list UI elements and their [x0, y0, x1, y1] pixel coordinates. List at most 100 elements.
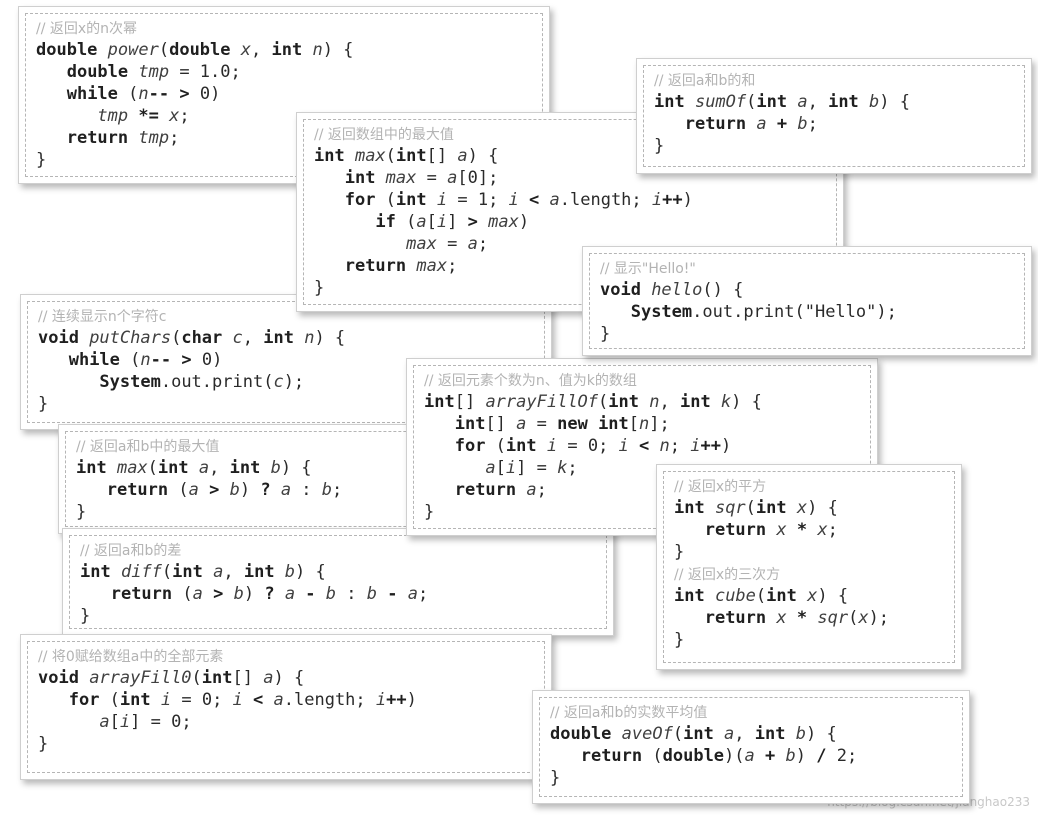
code-line: int max(int a, int b) {: [76, 457, 460, 479]
code-text: ;: [827, 520, 838, 540]
code-identifier: tmp: [138, 128, 170, 148]
code-keyword: System: [99, 372, 161, 392]
code-identifier: cube: [714, 586, 756, 606]
code-text: (: [652, 746, 663, 766]
code-comment: // 连续显示n个字符c: [38, 309, 167, 325]
code-keyword: int: [454, 414, 486, 434]
code-text: ) {: [467, 146, 499, 166]
code-identifier: x: [776, 520, 787, 540]
code-keyword: <: [242, 690, 274, 710]
code-keyword: int: [344, 168, 386, 188]
code-keyword: -: [377, 584, 408, 604]
code-identifier: hello: [651, 280, 703, 300]
code-keyword: return: [66, 128, 139, 148]
code-line: }: [36, 149, 532, 171]
code-keyword: for: [454, 436, 496, 456]
code-keyword: char: [181, 328, 233, 348]
code-comment: // 返回x的n次幂: [36, 21, 138, 37]
code-line: }: [80, 605, 596, 627]
code-keyword: return: [580, 746, 653, 766]
code-keyword: int: [756, 92, 798, 112]
code-line: // 返回元素个数为n、值为k的数组: [424, 369, 860, 391]
code-text: ;: [179, 106, 190, 126]
code-text: = 1;: [447, 190, 509, 210]
code-text: ,: [209, 458, 230, 478]
code-identifier: c: [232, 328, 243, 348]
code-text: (: [755, 586, 767, 606]
code-identifier: b: [797, 114, 808, 134]
code-identifier: max: [354, 146, 386, 166]
code-text: [38, 690, 69, 710]
code-identifier: b: [325, 584, 337, 604]
code-text: (: [745, 498, 756, 518]
code-identifier: max: [385, 168, 417, 188]
code-text: [424, 436, 455, 456]
code-keyword: return: [344, 256, 417, 276]
code-identifier: a: [192, 584, 203, 604]
code-keyword: return: [106, 480, 179, 500]
code-identifier: k: [557, 458, 568, 478]
code-text: }: [38, 734, 49, 754]
code-text: ;: [669, 436, 691, 456]
code-line: // 返回x的平方: [674, 475, 944, 497]
code-identifier: max: [406, 234, 437, 254]
code-line: }: [550, 767, 952, 789]
code-line: int[] arrayFillOf(int n, int k) {: [424, 391, 860, 413]
code-identifier: a: [724, 724, 735, 744]
code-line: // 显示"Hello!": [600, 257, 1014, 279]
code-line: return tmp;: [36, 127, 532, 149]
code-line: }: [424, 501, 860, 523]
code-keyword: return: [704, 608, 777, 628]
code-line: int max(int[] a) {: [314, 145, 826, 167]
code-line: return x * x;: [674, 519, 944, 541]
code-identifier: x: [776, 608, 787, 628]
code-keyword: -: [295, 584, 326, 604]
code-text: (: [158, 40, 170, 60]
code-text: =: [416, 168, 448, 188]
code-keyword: int: [80, 562, 121, 582]
code-identifier: b: [795, 724, 806, 744]
code-line: }: [314, 277, 826, 299]
code-keyword: int: [271, 40, 313, 60]
code-identifier: b: [233, 584, 244, 604]
code-text: (: [130, 350, 141, 370]
code-text: ) {: [805, 724, 837, 744]
code-keyword: int: [674, 586, 715, 606]
code-text: ,: [734, 724, 755, 744]
code-identifier: i: [436, 190, 448, 210]
code-identifier: power: [107, 40, 159, 60]
code-text: ): [795, 746, 817, 766]
code-identifier: b: [785, 746, 796, 766]
code-text: [: [628, 414, 640, 434]
code-text: );: [868, 608, 890, 628]
code-text: ,: [251, 40, 272, 60]
code-identifier: x: [240, 40, 251, 60]
code-identifier: aveOf: [621, 724, 673, 744]
code-text: (: [147, 458, 158, 478]
code-keyword: return: [704, 520, 777, 540]
code-text: [38, 350, 69, 370]
code-line: }: [38, 393, 534, 415]
code-line: return x * sqr(x);: [674, 607, 944, 629]
code-comment: // 返回a和b的差: [80, 543, 182, 559]
code-identifier: i: [160, 690, 172, 710]
code-text: =: [436, 234, 468, 254]
code-identifier: i: [505, 458, 517, 478]
code-line: System.out.print("Hello");: [600, 301, 1014, 323]
code-identifier: a: [284, 584, 296, 604]
code-line: int sumOf(int a, int b) {: [654, 91, 1014, 113]
code-line: // 返回a和b的和: [654, 69, 1014, 91]
code-keyword: int: [828, 92, 870, 112]
code-text: (: [385, 190, 396, 210]
code-line: }: [674, 541, 944, 563]
code-line: for (int i = 0; i < a.length; i++): [38, 689, 534, 711]
code-text: [36, 84, 67, 104]
code-text: = 0;: [171, 690, 233, 710]
